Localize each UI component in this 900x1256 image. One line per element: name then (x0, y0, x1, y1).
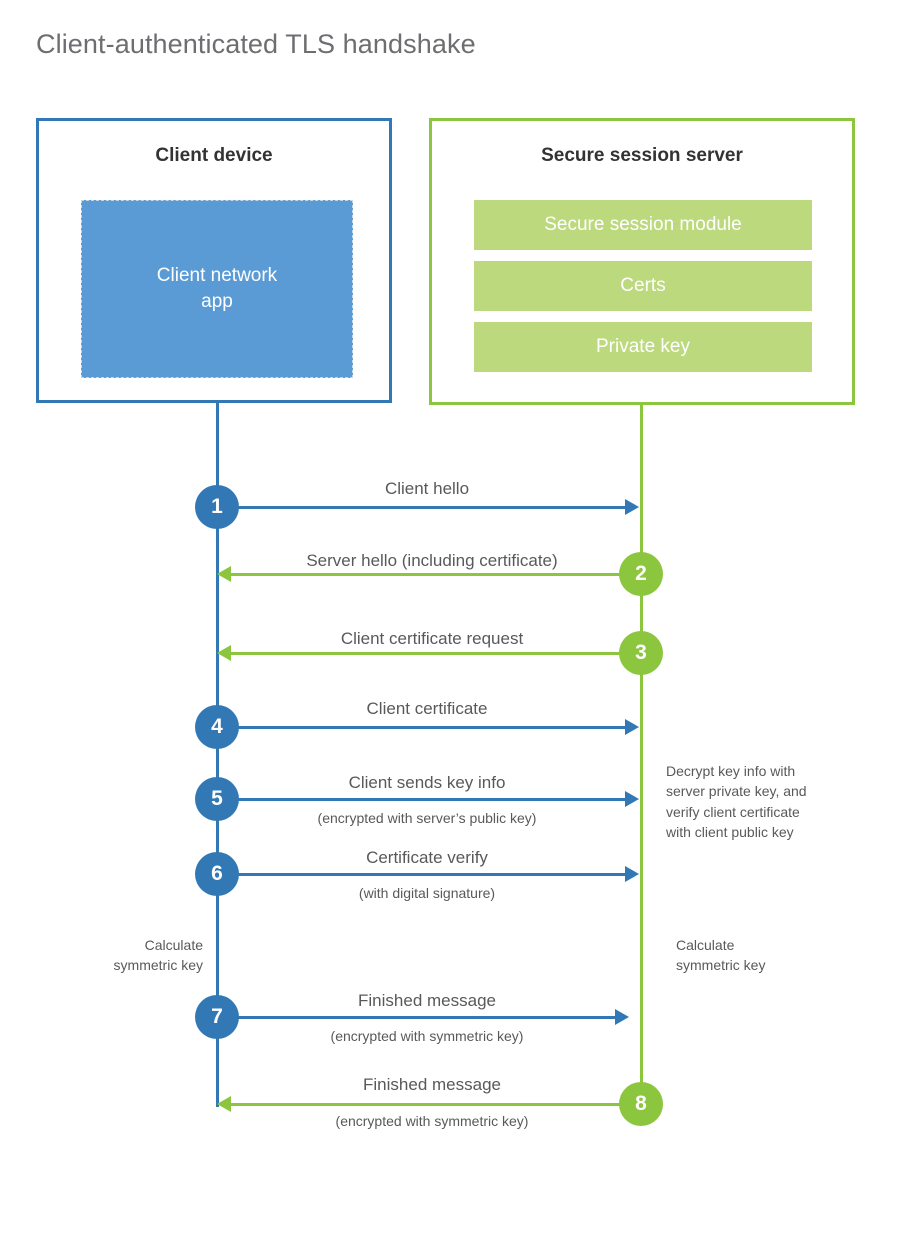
server-decrypt-note-line4: with client public key (666, 823, 794, 840)
step-circle-6[interactable]: 6 (195, 852, 239, 896)
client-network-app-label-line1: Client network (156, 265, 278, 287)
server-decrypt-note-line3: verify client certificate (666, 803, 800, 820)
step-circle-8[interactable]: 8 (619, 1082, 663, 1126)
message-arrow-line-6 (217, 873, 625, 876)
step-circle-2[interactable]: 2 (619, 552, 663, 596)
client-lifeline (216, 401, 219, 1107)
message-arrow-head-3 (217, 645, 231, 661)
step-number: 5 (211, 787, 223, 810)
server-decrypt-note-line2: server private key, and (666, 783, 807, 800)
message-label-1: Client hello (384, 479, 470, 498)
message-arrow-head-7 (615, 1009, 629, 1025)
message-sublabel-7: (encrypted with symmetric key) (330, 1028, 524, 1044)
message-arrow-head-5 (625, 791, 639, 807)
message-arrow-line-5 (217, 798, 625, 801)
message-sublabel-8: (encrypted with symmetric key) (335, 1113, 529, 1129)
step-circle-7[interactable]: 7 (195, 995, 239, 1039)
message-arrow-line-8 (231, 1103, 641, 1106)
server-component-private-key: Private key (474, 322, 812, 372)
message-sublabel-6: (with digital signature) (358, 885, 496, 901)
step-number: 6 (211, 862, 223, 885)
server-calc-note-line2: symmetric key (676, 957, 766, 974)
step-circle-4[interactable]: 4 (195, 705, 239, 749)
message-label-6: Certificate verify (366, 848, 488, 867)
message-label-8: Finished message (363, 1075, 501, 1094)
server-calc-note-line1: Calculate (676, 937, 735, 953)
client-network-app-label-line2: app (201, 291, 233, 312)
secure-session-server-box: Secure session server Secure session mod… (429, 118, 855, 405)
message-arrow-line-2 (231, 573, 641, 576)
step-circle-5[interactable]: 5 (195, 777, 239, 821)
step-number: 3 (635, 641, 647, 664)
message-arrow-head-1 (625, 499, 639, 515)
client-device-box: Client device Client network app (36, 118, 392, 403)
message-sublabel-5: (encrypted with server’s public key) (317, 810, 537, 826)
message-arrow-head-2 (217, 566, 231, 582)
secure-session-server-title: Secure session server (541, 145, 743, 166)
client-calc-note-line2: symmetric key (113, 957, 203, 974)
step-number: 1 (211, 495, 223, 518)
server-calculate-symmetric-key-note: Calculate symmetric key (676, 935, 856, 976)
message-arrow-line-7 (217, 1016, 615, 1019)
message-label-3: Client certificate request (340, 629, 524, 648)
message-arrow-line-3 (231, 652, 641, 655)
message-arrow-head-6 (625, 866, 639, 882)
message-label-7: Finished message (358, 991, 496, 1010)
server-component-label: Certs (620, 275, 666, 296)
client-network-app-label: Client network app (157, 263, 277, 314)
step-number: 2 (635, 562, 647, 585)
step-number: 7 (211, 1005, 223, 1028)
client-network-app-block: Client network app (81, 200, 353, 378)
step-number: 4 (211, 715, 223, 738)
client-calculate-symmetric-key-note: Calculate symmetric key (63, 935, 203, 976)
message-label-2: Server hello (including certificate) (306, 551, 558, 570)
message-arrow-line-4 (217, 726, 625, 729)
server-decrypt-note-line1: Decrypt key info with (666, 763, 796, 779)
server-lifeline (640, 404, 643, 1107)
client-calc-note-line1: Calculate (144, 937, 203, 953)
message-arrow-line-1 (217, 506, 625, 509)
server-component-label: Private key (596, 336, 690, 357)
client-device-title: Client device (155, 145, 273, 166)
message-label-5: Client sends key info (348, 773, 506, 792)
server-component-secure-session-module: Secure session module (474, 200, 812, 250)
server-component-label: Secure session module (544, 214, 742, 235)
message-label-4: Client certificate (366, 699, 488, 718)
step-number: 8 (635, 1092, 647, 1115)
page-title: Client-authenticated TLS handshake (36, 29, 476, 59)
step-circle-3[interactable]: 3 (619, 631, 663, 675)
message-arrow-head-8 (217, 1096, 231, 1112)
step-circle-1[interactable]: 1 (195, 485, 239, 529)
message-arrow-head-4 (625, 719, 639, 735)
server-component-certs: Certs (474, 261, 812, 311)
server-decrypt-note: Decrypt key info with server private key… (666, 761, 856, 842)
